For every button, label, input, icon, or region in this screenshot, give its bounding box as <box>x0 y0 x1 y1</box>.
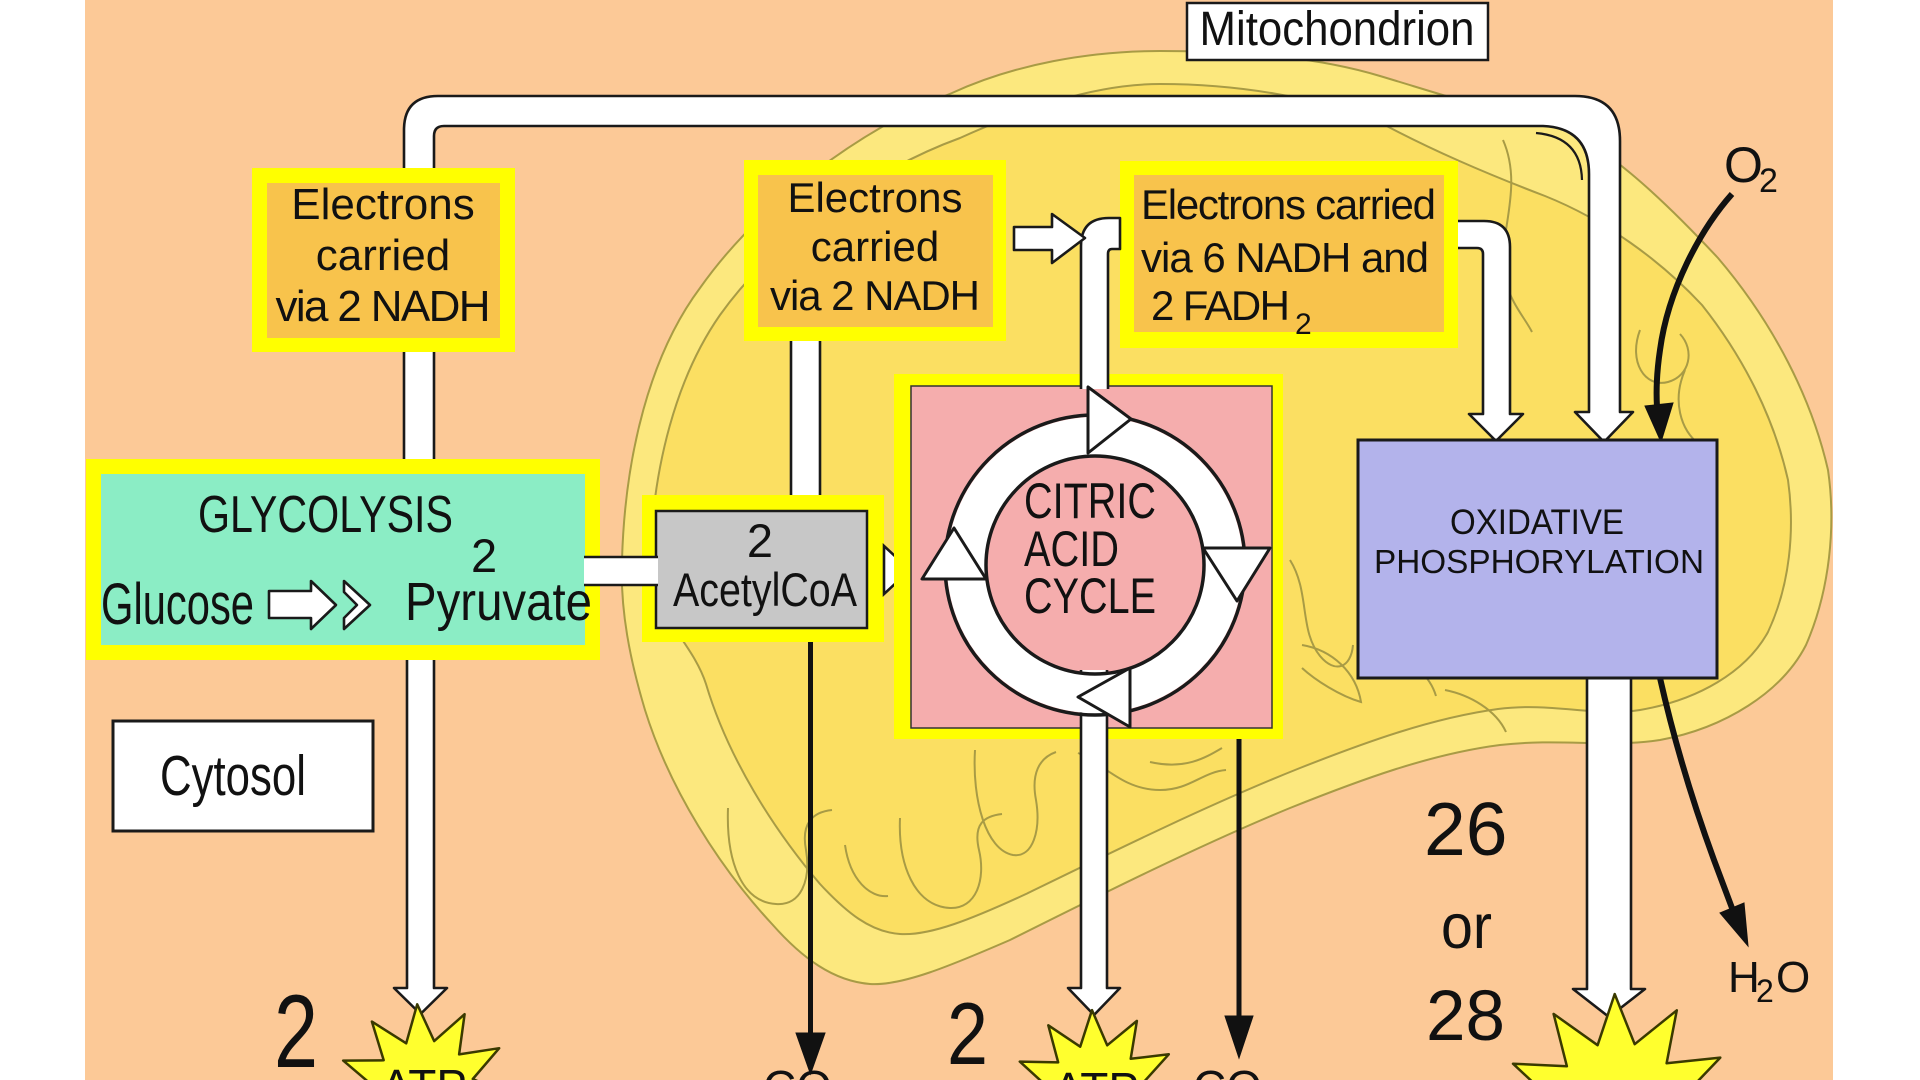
svg-text:28: 28 <box>1426 977 1505 1056</box>
svg-text:2: 2 <box>471 529 497 582</box>
svg-text:2: 2 <box>747 514 773 567</box>
svg-text:Cytosol: Cytosol <box>160 744 306 808</box>
svg-text:carried: carried <box>811 223 939 270</box>
svg-text:2: 2 <box>1756 973 1774 1009</box>
svg-text:PHOSPHORYLATION: PHOSPHORYLATION <box>1374 543 1704 580</box>
svg-text:Mitochondrion: Mitochondrion <box>1200 3 1475 56</box>
svg-text:AcetylCoA: AcetylCoA <box>673 563 858 616</box>
svg-text:ATP: ATP <box>1053 1063 1139 1080</box>
svg-text:ACID: ACID <box>1024 521 1119 577</box>
svg-text:2: 2 <box>1295 308 1312 341</box>
svg-text:Electrons carried: Electrons carried <box>1141 181 1436 228</box>
svg-text:CITRIC: CITRIC <box>1024 473 1156 529</box>
svg-text:26: 26 <box>1424 787 1507 871</box>
svg-text:CO: CO <box>1193 1061 1262 1080</box>
svg-text:Pyruvate: Pyruvate <box>405 572 592 632</box>
svg-text:CO: CO <box>763 1061 832 1080</box>
svg-text:2: 2 <box>1759 162 1778 200</box>
svg-text:Electrons: Electrons <box>291 180 474 229</box>
svg-text:Electrons: Electrons <box>787 174 962 221</box>
svg-text:via 6 NADH and: via 6 NADH and <box>1141 234 1429 281</box>
svg-text:CYCLE: CYCLE <box>1024 568 1156 624</box>
svg-text:ATP: ATP <box>381 1060 467 1080</box>
svg-text:via 2 NADH: via 2 NADH <box>276 282 491 331</box>
svg-text:O: O <box>1776 953 1810 1002</box>
svg-text:Glucose: Glucose <box>101 572 254 637</box>
svg-text:H: H <box>1728 953 1760 1002</box>
svg-text:carried: carried <box>316 231 451 280</box>
svg-text:2 FADH: 2 FADH <box>1151 282 1290 329</box>
svg-text:O: O <box>1724 137 1763 193</box>
svg-text:via 2 NADH: via 2 NADH <box>770 272 980 319</box>
svg-text:GLYCOLYSIS: GLYCOLYSIS <box>198 486 453 544</box>
svg-text:2: 2 <box>274 974 318 1080</box>
svg-text:or: or <box>1441 892 1492 962</box>
svg-text:2: 2 <box>947 984 988 1080</box>
svg-text:OXIDATIVE: OXIDATIVE <box>1450 503 1624 542</box>
